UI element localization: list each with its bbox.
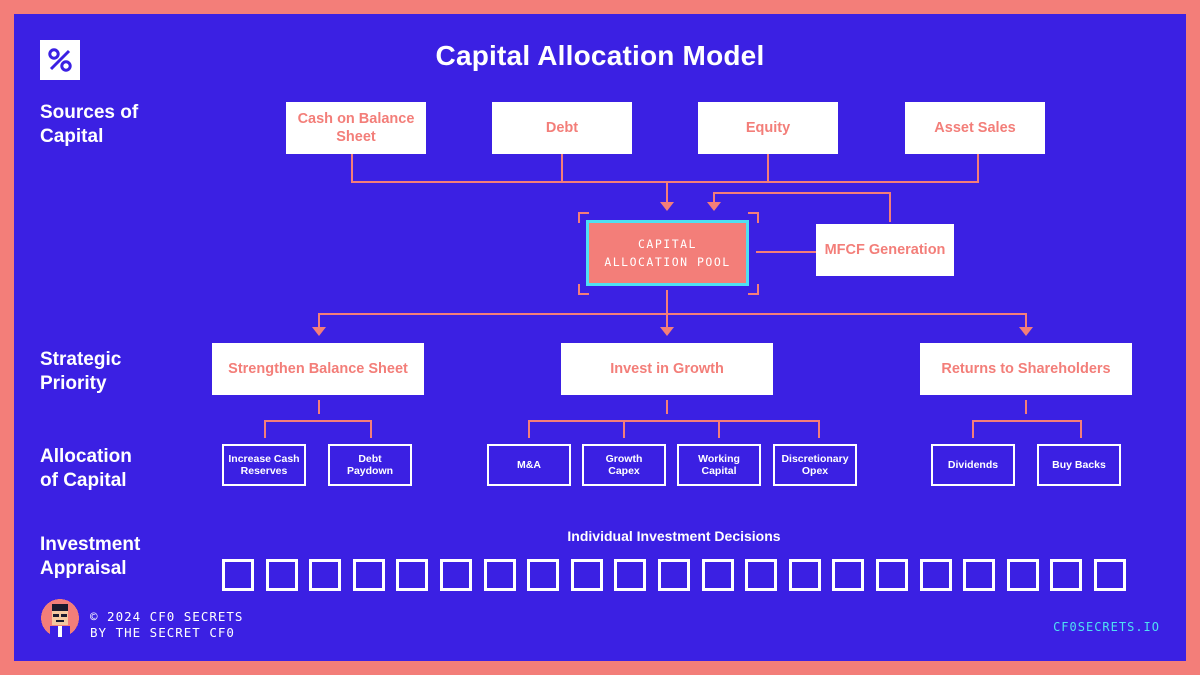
investment-decision-square [614, 559, 647, 591]
row-label-strategic: Strategic Priority [40, 349, 122, 394]
connector [528, 420, 820, 422]
arrow-down-icon [660, 202, 674, 211]
priority-invest-in-growth: Invest in Growth [561, 343, 773, 395]
row-label-sources: Sources of Capital [40, 102, 139, 147]
source-asset-sales: Asset Sales [905, 102, 1045, 154]
investment-decision-square [440, 559, 472, 591]
investment-decision-square [1006, 559, 1039, 591]
connector [972, 420, 1082, 422]
connector [767, 154, 769, 183]
connector [713, 192, 891, 194]
row-label-allocation: Allocation of Capital [40, 446, 132, 491]
investment-decision-square [570, 559, 603, 591]
connector [528, 420, 530, 438]
investment-decision-square [1050, 559, 1083, 591]
page-title: Capital Allocation Model [435, 40, 765, 71]
allocation-increase-cash-reserves: Increase Cash Reserves [222, 444, 306, 486]
connector [977, 154, 979, 183]
investment-decision-square [788, 559, 821, 591]
connector [666, 313, 668, 327]
arrow-down-icon [707, 202, 721, 211]
allocation-debt-paydown: Debt Paydown [328, 444, 412, 486]
connector [666, 181, 668, 202]
investment-decision-square [352, 559, 385, 591]
connector [1080, 420, 1082, 438]
mfcf-generation: MFCF Generation [816, 224, 954, 276]
connector [318, 313, 320, 327]
connector [666, 400, 668, 414]
investment-decision-square [658, 559, 690, 591]
source-debt: Debt [492, 102, 632, 154]
connector [1025, 400, 1027, 414]
allocation-discretionary-opex: Discretionary Opex [773, 444, 857, 486]
allocation-m-and-a: M&A [487, 444, 571, 486]
connector [818, 420, 820, 438]
bracket-corner [578, 284, 589, 295]
allocation-dividends: Dividends [931, 444, 1015, 486]
investment-decision-square [701, 559, 734, 591]
connector [351, 181, 979, 183]
investment-decision-square [919, 559, 952, 591]
investment-decision-square [876, 559, 908, 591]
cfo-avatar-icon [40, 598, 80, 638]
source-cash-on-balance-sheet: Cash on Balance Sheet [286, 102, 426, 154]
connector [318, 313, 1027, 315]
arrow-down-icon [312, 327, 326, 336]
investment-decision-square [832, 559, 865, 591]
connector [889, 192, 891, 222]
bracket-corner [578, 212, 589, 223]
connector [718, 420, 720, 438]
percent-logo-icon [40, 40, 80, 80]
connector [351, 154, 353, 183]
priority-strengthen-balance-sheet: Strengthen Balance Sheet [212, 343, 424, 395]
arrow-down-icon [1019, 327, 1033, 336]
allocation-buy-backs: Buy Backs [1037, 444, 1121, 486]
capital-allocation-pool: CAPITAL ALLOCATION POOL [586, 220, 749, 286]
connector [264, 420, 266, 438]
connector [972, 420, 974, 438]
row-label-appraisal: Investment Appraisal [40, 534, 141, 579]
investment-decision-square [745, 559, 778, 591]
arrow-down-icon [660, 327, 674, 336]
investment-decision-square [483, 559, 516, 591]
investment-decision-square [963, 559, 996, 591]
connector [1025, 313, 1027, 327]
connector [318, 400, 320, 414]
bracket-corner [748, 212, 759, 223]
connector [756, 251, 816, 253]
allocation-growth-capex: Growth Capex [582, 444, 666, 486]
investment-decision-square [527, 559, 560, 591]
connector [666, 290, 668, 314]
investment-decision-square [309, 559, 342, 591]
priority-returns-to-shareholders: Returns to Shareholders [920, 343, 1132, 395]
footer-site-link[interactable]: CF0SECRETS.IO [1053, 620, 1160, 634]
bracket-corner [748, 284, 759, 295]
allocation-working-capital: Working Capital [677, 444, 761, 486]
connector [713, 192, 715, 202]
investment-decision-square [396, 559, 429, 591]
footer-copyright: © 2024 CF0 SECRETS [90, 609, 244, 624]
investment-decision-square [1094, 559, 1126, 591]
connector [561, 154, 563, 183]
source-equity: Equity [698, 102, 838, 154]
investment-decisions-label: Individual Investment Decisions [567, 528, 781, 544]
connector [370, 420, 372, 438]
connector [623, 420, 625, 438]
investment-decision-square [222, 559, 254, 591]
connector [264, 420, 372, 422]
investment-decision-square [265, 559, 298, 591]
footer-byline: BY THE SECRET CF0 [90, 625, 235, 640]
